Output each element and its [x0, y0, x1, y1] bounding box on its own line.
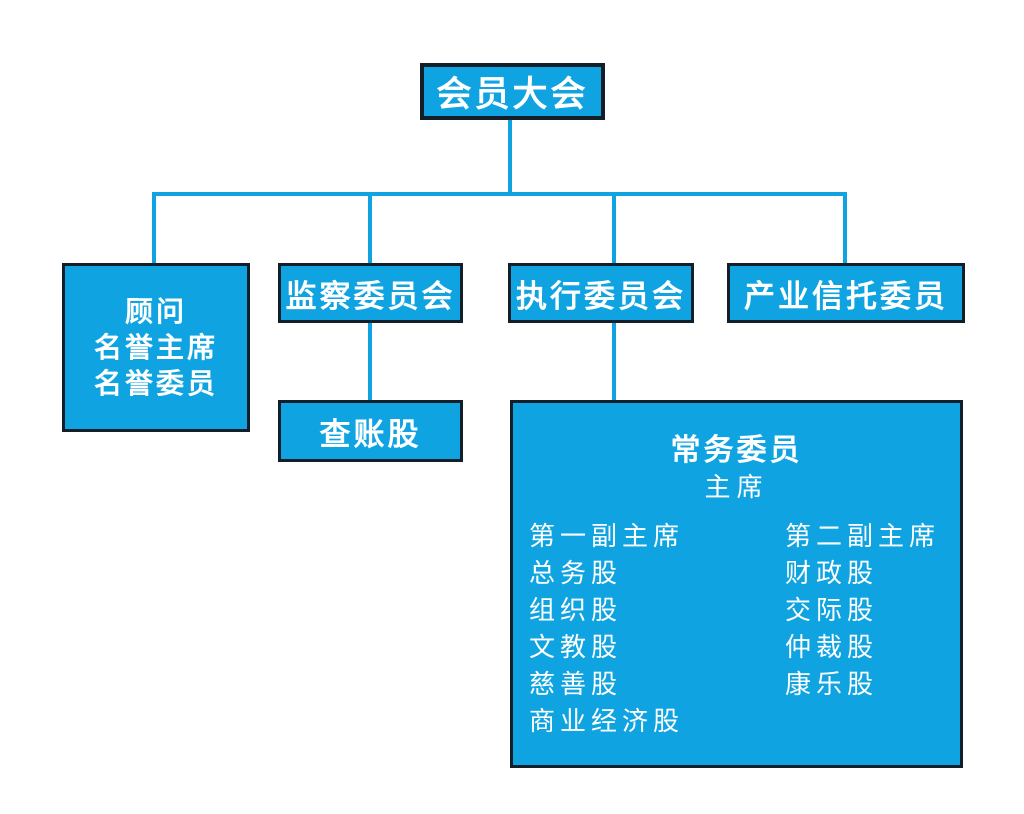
- supervisory-committee-label: 监察委员会: [285, 278, 456, 314]
- connector-executive-standing: [612, 323, 616, 400]
- connector-main-horizontal: [152, 192, 847, 196]
- standing-item: 组织股: [529, 596, 623, 626]
- standing-item: 总务股: [529, 559, 623, 589]
- executive-committee-label: 执行委员会: [516, 278, 686, 314]
- standing-item: 慈善股: [529, 670, 623, 700]
- standing-committee-title: 常务委员: [670, 434, 803, 467]
- standing-item: 文教股: [529, 633, 623, 663]
- advisors-lines: 顾问 名誉主席 名誉委员: [94, 294, 218, 402]
- node-executive-committee: 执行委员会: [508, 263, 694, 323]
- audit-section-label: 查账股: [319, 416, 422, 452]
- standing-item: 第二副主席: [785, 522, 941, 552]
- node-standing-committee: 常务委员 主席 第一副主席 总务股 组织股 文教股 慈善股 商业经济股 第二副主…: [510, 400, 963, 768]
- connector-drop-executive: [612, 192, 616, 263]
- standing-item: 交际股: [785, 596, 879, 626]
- advisors-line: 名誉主席: [93, 331, 218, 363]
- advisors-line: 名誉委员: [93, 367, 218, 399]
- advisors-line: 顾问: [124, 295, 187, 327]
- standing-item: 仲裁股: [785, 633, 879, 663]
- node-supervisory-committee: 监察委员会: [278, 263, 463, 323]
- general-assembly-label: 会员大会: [436, 75, 589, 114]
- standing-item: 第一副主席: [529, 522, 685, 552]
- standing-left-column: 第一副主席 总务股 组织股 文教股 慈善股 商业经济股: [529, 519, 684, 741]
- node-general-assembly: 会员大会: [420, 63, 605, 120]
- standing-right-column: 第二副主席 财政股 交际股 仲裁股 康乐股: [785, 519, 940, 704]
- node-audit-section: 查账股: [278, 400, 463, 462]
- connector-drop-property-trust: [843, 192, 847, 263]
- node-advisors: 顾问 名誉主席 名誉委员: [62, 263, 250, 432]
- connector-drop-supervisory: [368, 192, 372, 263]
- connector-root-stem: [508, 118, 512, 196]
- connector-supervisory-audit: [368, 323, 372, 400]
- node-property-trust-committee: 产业信托委员: [727, 263, 965, 323]
- standing-committee-chairman: 主席: [704, 473, 769, 503]
- connector-drop-advisors: [152, 192, 156, 263]
- property-trust-committee-label: 产业信托委员: [744, 278, 948, 314]
- standing-item: 康乐股: [785, 670, 879, 700]
- standing-item: 商业经济股: [529, 707, 685, 737]
- standing-item: 财政股: [785, 559, 879, 589]
